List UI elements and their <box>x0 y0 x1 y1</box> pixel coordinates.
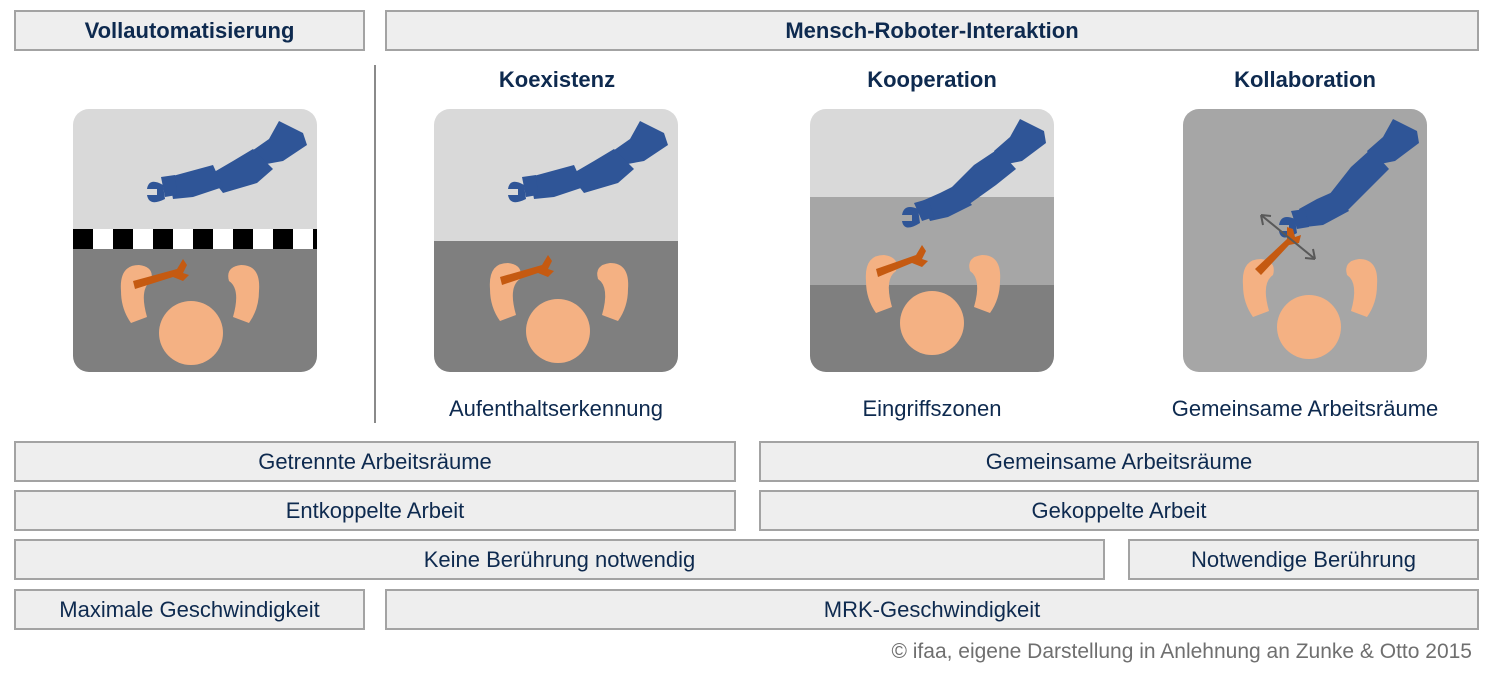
worker-icon <box>1242 227 1378 359</box>
tile-cooperation <box>810 109 1054 372</box>
full-automation-illustration <box>73 109 317 372</box>
copyright-note: © ifaa, eigene Darstellung in Anlehnung … <box>891 640 1472 663</box>
safety-fence-icon <box>93 229 313 249</box>
worker-icon <box>120 259 260 365</box>
interaction-arrows-icon <box>1260 214 1316 260</box>
worker-icon <box>489 255 629 363</box>
header-hri: Mensch-Roboter-Interaktion <box>385 10 1479 51</box>
tile-full-automation <box>73 109 317 372</box>
robot-arm-icon <box>1279 119 1419 238</box>
coexistence-illustration <box>434 109 678 372</box>
row-decoupled-work: Entkoppelte Arbeit <box>14 490 736 531</box>
caption-coexistence: Aufenthaltserkennung <box>448 396 664 421</box>
cooperation-illustration <box>810 109 1054 372</box>
row-coupled-work: Gekoppelte Arbeit <box>759 490 1479 531</box>
collaboration-illustration <box>1183 109 1427 372</box>
tile-coexistence <box>434 109 678 372</box>
mode-title-collaboration: Kollaboration <box>1234 67 1376 92</box>
caption-collaboration: Gemeinsame Arbeitsräume <box>1171 396 1439 421</box>
row-shared-workspaces: Gemeinsame Arbeitsräume <box>759 441 1479 482</box>
robot-arm-icon <box>902 119 1046 228</box>
mode-title-coexistence: Koexistenz <box>498 67 616 92</box>
section-divider <box>374 65 376 423</box>
robot-arm-icon <box>508 121 668 203</box>
header-full-automation: Vollautomatisierung <box>14 10 365 51</box>
row-max-speed: Maximale Geschwindigkeit <box>14 589 365 630</box>
worker-icon <box>865 245 1001 355</box>
row-separate-workspaces: Getrennte Arbeitsräume <box>14 441 736 482</box>
row-required-contact: Notwendige Berührung <box>1128 539 1479 580</box>
tile-collaboration <box>1183 109 1427 372</box>
caption-cooperation: Eingriffszonen <box>862 396 1002 421</box>
row-hrc-speed: MRK-Geschwindigkeit <box>385 589 1479 630</box>
mode-title-cooperation: Kooperation <box>867 67 997 92</box>
row-no-contact: Keine Berührung notwendig <box>14 539 1105 580</box>
robot-arm-icon <box>147 121 307 203</box>
